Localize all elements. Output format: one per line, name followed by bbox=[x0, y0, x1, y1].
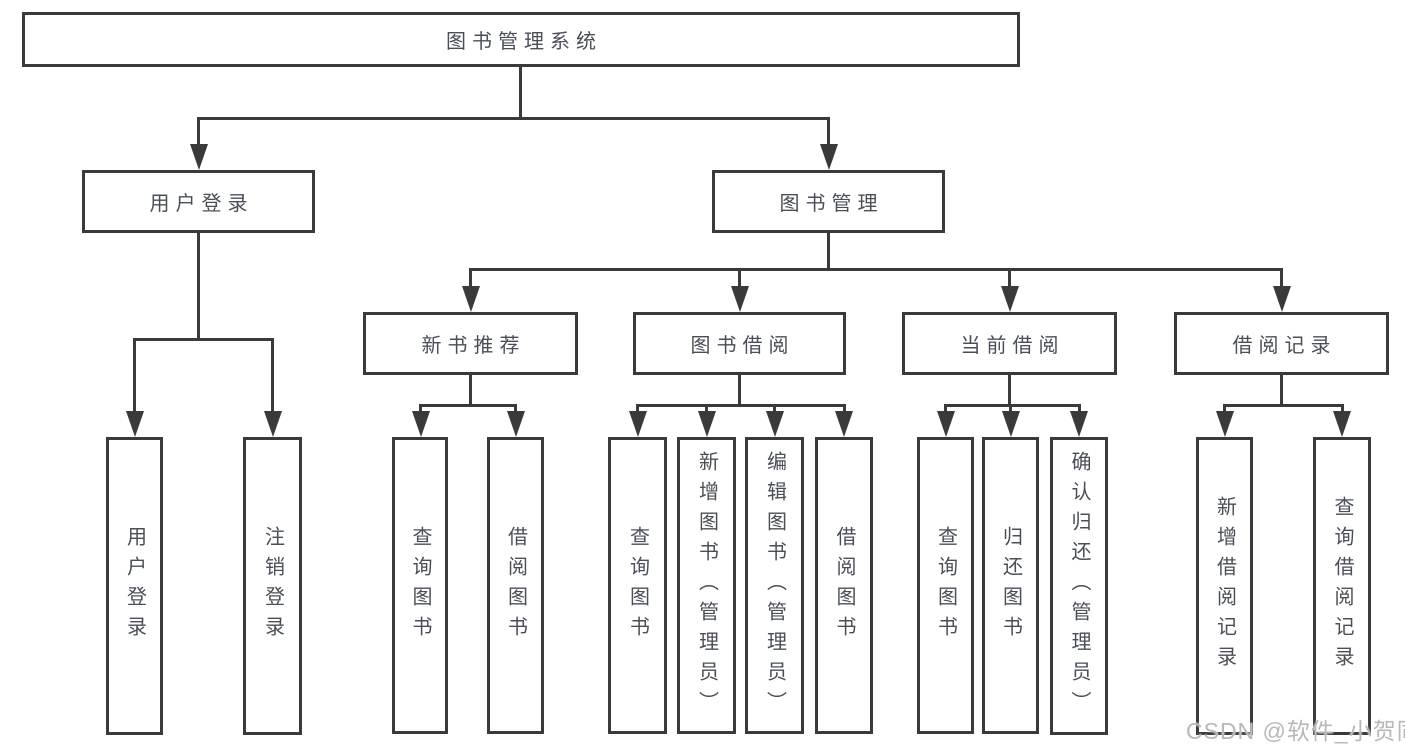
leaf-borrow-book-recommend: 借阅图书 bbox=[487, 437, 544, 734]
node-user-login: 用户登录 bbox=[82, 170, 315, 233]
leaf-add-borrow-record: 新增借阅记录 bbox=[1196, 437, 1253, 735]
connector-v bbox=[133, 338, 136, 412]
connector-h bbox=[419, 404, 517, 407]
node-label: 借阅图书 bbox=[833, 525, 855, 646]
connector-v bbox=[827, 117, 830, 146]
node-label: 当前借阅 bbox=[960, 335, 1065, 357]
leaf-query-borrow-record: 查询借阅记录 bbox=[1313, 437, 1371, 735]
connector-h bbox=[197, 117, 830, 120]
connector-v bbox=[1078, 404, 1081, 413]
leaf-user-login: 用户登录 bbox=[106, 437, 163, 735]
connector-v bbox=[827, 233, 830, 271]
connector-h bbox=[1223, 404, 1344, 407]
connector-v bbox=[1009, 404, 1012, 413]
arrow-down-icon bbox=[820, 144, 838, 170]
watermark: CSDN @软件_小贺同学 bbox=[1186, 718, 1405, 744]
arrow-down-icon bbox=[1333, 411, 1351, 437]
connector-v bbox=[944, 404, 947, 413]
arrow-down-icon bbox=[629, 411, 647, 437]
node-borrow-records: 借阅记录 bbox=[1174, 312, 1389, 375]
node-label: 图书管理 bbox=[779, 193, 884, 215]
node-label: 用户登录 bbox=[149, 193, 254, 215]
arrow-down-icon bbox=[1001, 286, 1019, 312]
leaf-edit-book-admin: 编辑图书（管理员） bbox=[745, 437, 804, 734]
leaf-return-book: 归还图书 bbox=[982, 437, 1039, 734]
node-label: 编辑图书（管理员） bbox=[763, 450, 786, 721]
node-new-book-recommend: 新书推荐 bbox=[363, 312, 578, 375]
arrow-down-icon bbox=[698, 411, 716, 437]
connector-v bbox=[636, 404, 639, 413]
connector-v bbox=[1341, 404, 1344, 413]
node-label: 查询借阅记录 bbox=[1331, 496, 1353, 676]
connector-v bbox=[738, 375, 741, 404]
node-label: 查询图书 bbox=[934, 525, 957, 646]
connector-v bbox=[1008, 268, 1011, 288]
connector-v bbox=[843, 404, 846, 413]
node-label: 查询图书 bbox=[626, 525, 649, 646]
leaf-query-book-current: 查询图书 bbox=[917, 437, 974, 734]
connector-v bbox=[271, 338, 274, 412]
connector-v bbox=[1280, 375, 1283, 404]
connector-v bbox=[773, 404, 776, 413]
node-label: 新增图书（管理员） bbox=[695, 450, 718, 721]
arrow-down-icon bbox=[835, 411, 853, 437]
connector-v bbox=[514, 404, 517, 413]
node-label: 借阅图书 bbox=[504, 525, 527, 646]
node-label: 图书管理系统 bbox=[446, 31, 602, 53]
arrow-down-icon bbox=[190, 144, 208, 170]
leaf-confirm-return-admin: 确认归还（管理员） bbox=[1050, 437, 1108, 735]
connector-h bbox=[636, 404, 846, 407]
node-label: 确认归还（管理员） bbox=[1068, 451, 1090, 721]
connector-v bbox=[1223, 404, 1226, 413]
connector-v bbox=[197, 117, 200, 146]
arrow-down-icon bbox=[462, 286, 480, 312]
connector-v bbox=[1008, 375, 1011, 404]
leaf-query-book-borrow: 查询图书 bbox=[608, 437, 667, 734]
node-book-borrow: 图书借阅 bbox=[633, 312, 846, 375]
leaf-add-book-admin: 新增图书（管理员） bbox=[677, 437, 736, 734]
connector-v bbox=[197, 233, 200, 338]
arrow-down-icon bbox=[1070, 411, 1088, 437]
connector-v bbox=[738, 268, 741, 288]
arrow-down-icon bbox=[766, 411, 784, 437]
leaf-query-book-recommend: 查询图书 bbox=[392, 437, 448, 734]
connector-h bbox=[944, 404, 1081, 407]
node-current-borrow: 当前借阅 bbox=[902, 312, 1117, 375]
connector-v bbox=[469, 375, 472, 404]
arrow-down-icon bbox=[731, 286, 749, 312]
node-label: 归还图书 bbox=[999, 525, 1022, 646]
connector-v bbox=[705, 404, 708, 413]
node-label: 注销登录 bbox=[261, 526, 284, 646]
node-root-system: 图书管理系统 bbox=[22, 12, 1020, 67]
arrow-down-icon bbox=[507, 411, 525, 437]
node-label: 新增借阅记录 bbox=[1213, 496, 1236, 676]
leaf-logout: 注销登录 bbox=[243, 437, 302, 735]
arrow-down-icon bbox=[412, 411, 430, 437]
connector-v bbox=[469, 268, 472, 288]
arrow-down-icon bbox=[126, 411, 144, 437]
connector-v bbox=[1280, 268, 1283, 288]
arrow-down-icon bbox=[937, 411, 955, 437]
connector-v bbox=[519, 66, 522, 117]
node-label: 借阅记录 bbox=[1232, 335, 1337, 357]
connector-h bbox=[133, 338, 274, 341]
connector-v bbox=[419, 404, 422, 413]
arrow-down-icon bbox=[1216, 411, 1234, 437]
connector-h bbox=[469, 268, 1282, 271]
arrow-down-icon bbox=[264, 411, 282, 437]
node-label: 新书推荐 bbox=[421, 335, 526, 357]
node-label: 图书借阅 bbox=[690, 335, 795, 357]
arrow-down-icon bbox=[1273, 286, 1291, 312]
leaf-borrow-book: 借阅图书 bbox=[815, 437, 873, 734]
node-book-management: 图书管理 bbox=[712, 170, 945, 233]
arrow-down-icon bbox=[1002, 411, 1020, 437]
node-label: 用户登录 bbox=[123, 526, 146, 646]
node-label: 查询图书 bbox=[409, 525, 431, 646]
